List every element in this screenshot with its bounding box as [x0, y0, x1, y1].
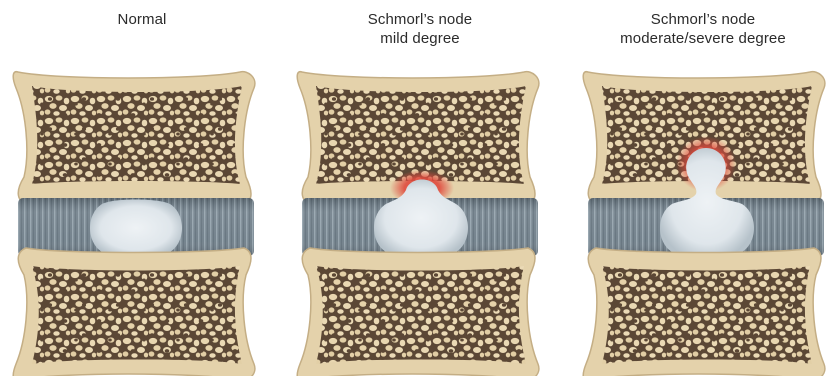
panel-normal [13, 72, 255, 376]
lower-vertebra [13, 248, 255, 376]
nucleus-pulposus [90, 200, 182, 257]
panel-mild [297, 72, 539, 376]
upper-vertebra [13, 72, 255, 204]
lower-vertebra [583, 248, 825, 376]
intervertebral-disc [18, 198, 254, 257]
panel-severe [583, 72, 825, 376]
lower-vertebra [297, 248, 539, 376]
